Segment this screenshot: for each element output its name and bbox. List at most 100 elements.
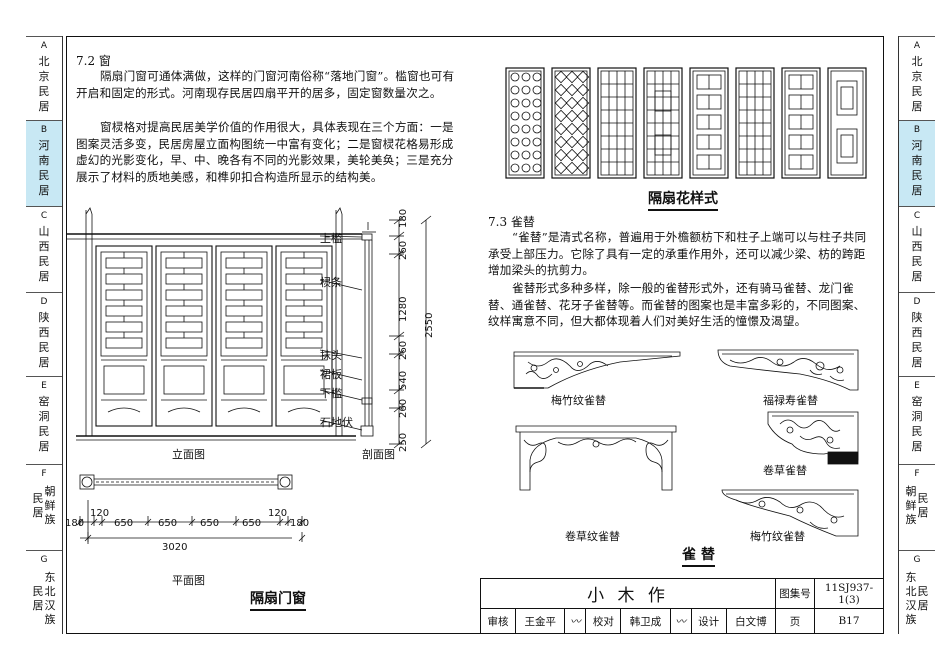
hdim-650b: 650 [158, 518, 178, 529]
sidebar-tab-label: 河南民居 [911, 139, 923, 197]
vdim-260c: 260 [398, 398, 409, 418]
sidebar-tab-letter: G [40, 555, 48, 565]
sidebar-tab-label-part-1: 民居 [917, 492, 929, 519]
partition-door-title: 隔扇门窗 [250, 588, 306, 611]
door-leaf-3 [215, 245, 273, 427]
section-caption: 剖面图 [362, 448, 395, 461]
queti-drawing-1 [513, 351, 681, 389]
sidebar-tab-letter: D [913, 297, 921, 307]
sidebar-tab-label-part-1: 民居 [917, 585, 929, 612]
hdim-180b: 180 [290, 518, 310, 529]
sidebar-tab-label: 窑洞民居 [38, 395, 50, 453]
label-top-sill: 上槛 [320, 232, 342, 245]
sidebar-tab-a[interactable]: A 北京民居 [899, 36, 935, 120]
section-7-2-heading: 7.2 窗 [76, 54, 111, 68]
queti-label-1: 梅竹纹雀替 [551, 394, 606, 407]
sidebar-tab-letter: G [913, 555, 921, 565]
queti-label-2: 福禄寿雀替 [763, 394, 818, 407]
checker-name: 韩卫成 [620, 608, 671, 634]
sidebar-tab-letter: A [913, 41, 921, 51]
lattice-pattern-5 [689, 67, 729, 179]
hdim-120a: 120 [90, 508, 110, 519]
check-label: 校对 [585, 608, 622, 634]
lattice-pattern-2 [551, 67, 591, 179]
plan-caption: 平面图 [172, 574, 205, 587]
lattice-patterns-title: 隔扇花样式 [648, 188, 718, 211]
lattice-pattern-7 [781, 67, 821, 179]
queti-label-5: 梅竹纹雀替 [750, 530, 805, 543]
atlas-number: 11SJ937-1(3) [814, 578, 884, 609]
section-7-3-para-1: “雀替”是清式名称，普遍用于外檐额枋下和柱子上端可以与柱子共同承受上部压力。它除… [488, 230, 867, 277]
partition-door-drawings [66, 207, 432, 544]
door-leaf-1 [95, 245, 153, 427]
lattice-pattern-1 [505, 67, 545, 179]
reviewer-name: 王金平 [515, 608, 566, 634]
sidebar-tab-letter: C [913, 211, 921, 221]
sidebar-tab-b[interactable]: B 河南民居 [899, 120, 935, 206]
label-stone-base: 石地伏 [320, 416, 353, 429]
sidebar-tab-letter: A [40, 41, 48, 51]
sidebar-tab-label-part-1: 民居 [32, 492, 44, 519]
sidebar-tab-c[interactable]: C 山西民居 [26, 206, 62, 292]
sidebar-tab-letter: B [40, 125, 48, 135]
section-7-3-para-2: 雀替形式多种多样，除一般的雀替形式外，还有骑马雀替、龙门雀替、通雀替、花牙子雀替… [488, 281, 866, 328]
sidebar-tab-label: 陕西民居 [38, 311, 50, 369]
label-skirt-panel: 裙板 [320, 368, 342, 381]
queti-title: 雀 替 [682, 544, 715, 567]
vdim-260a: 260 [398, 240, 409, 260]
queti-drawing-5 [721, 489, 859, 537]
section-7-2-para-1: 隔扇门窗可通体满做，这样的门窗河南俗称“落地门窗”。槛窗也可有开启和固定的形式。… [76, 69, 455, 100]
vdim-540: 540 [398, 370, 409, 390]
review-label: 审核 [479, 608, 517, 634]
door-leaf-4 [275, 245, 333, 427]
elevation-caption: 立面图 [172, 448, 205, 461]
page-number: B17 [814, 608, 884, 634]
sidebar-tab-letter: C [40, 211, 48, 221]
lattice-pattern-4 [643, 67, 683, 179]
vdim-1280: 1280 [398, 296, 409, 322]
sidebar-tab-label-part-2: 朝鲜族 [905, 485, 917, 526]
sidebar-tab-letter: B [913, 125, 921, 135]
lattice-pattern-8 [827, 67, 867, 179]
sidebar-tab-label: 河南民居 [38, 139, 50, 197]
plan-drawing [76, 474, 306, 544]
sidebar-tab-label: 北京民居 [911, 55, 923, 113]
sidebar-tab-a[interactable]: A 北京民居 [26, 36, 62, 120]
hdim-650a: 650 [114, 518, 134, 529]
checker-signature: 〰 [669, 608, 692, 634]
sidebar-tab-label-part-1: 民居 [32, 585, 44, 612]
sidebar-tab-letter: F [41, 469, 47, 479]
sidebar-tab-b[interactable]: B 河南民居 [26, 120, 62, 206]
drawing-name: 小 木 作 [480, 578, 776, 609]
title-block: 小 木 作 图集号 11SJ937-1(3) 审核 王金平 〰 校对 韩卫成 〰… [479, 578, 884, 634]
sidebar-tab-label: 山西民居 [38, 225, 50, 283]
queti-drawing-3 [767, 411, 859, 465]
hdim-650d: 650 [242, 518, 262, 529]
sidebar-tab-f[interactable]: F 朝鲜族民居 [899, 464, 935, 550]
sidebar-tab-letter: F [914, 469, 920, 479]
atlas-label: 图集号 [775, 578, 815, 609]
queti-drawing-4 [515, 425, 677, 491]
drawing-frame [66, 36, 884, 634]
section-7-3-heading: 7.3 雀替 [488, 215, 535, 229]
door-leaf-2 [155, 245, 213, 427]
hdim-120b: 120 [268, 508, 288, 519]
hdim-total: 3020 [162, 542, 188, 553]
lattice-pattern-3 [597, 67, 637, 179]
label-bottom-sill: 下槛 [320, 387, 342, 400]
section-drawing [360, 222, 376, 437]
queti-drawing-2 [717, 349, 859, 391]
hdim-180a: 180 [65, 518, 85, 529]
sidebar-tab-label: 北京民居 [38, 55, 50, 113]
sidebar-tab-label: 窑洞民居 [911, 395, 923, 453]
